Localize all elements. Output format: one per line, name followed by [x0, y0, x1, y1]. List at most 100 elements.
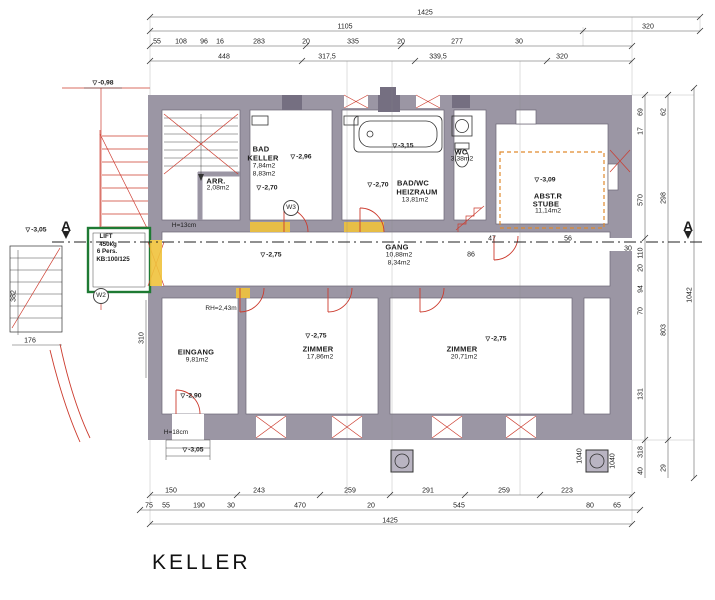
dimension-label: 55	[153, 38, 161, 46]
dimension-label: 259	[344, 487, 356, 495]
dimension-label: 20	[637, 264, 645, 272]
note-label: H=13cm	[171, 221, 197, 229]
dimension-label: 320	[642, 23, 654, 31]
dimension-label: 131	[637, 388, 645, 400]
dimension-label: 55	[162, 502, 170, 510]
dimension-label: 47	[488, 235, 496, 243]
dimension-label: 17	[637, 127, 645, 135]
dimension-label: 30	[227, 502, 235, 510]
dimension-label: 69	[637, 108, 645, 116]
dimension-label: 470	[294, 502, 306, 510]
dimension-label: 277	[451, 38, 463, 46]
room-area-label: 10,88m2	[385, 251, 413, 259]
note-label: RH=2,43m	[205, 304, 237, 312]
dimension-label: 570	[637, 194, 645, 206]
room-area-label: 13,81m2	[401, 196, 429, 204]
dimension-label: 448	[218, 53, 230, 61]
dimension-label: 65	[613, 502, 621, 510]
lift-info-label: 450kg	[99, 240, 117, 248]
room-name-label: BAD	[252, 144, 270, 154]
dimension-label: 108	[175, 38, 187, 46]
level-marker-label: -2,75	[485, 336, 507, 344]
dimension-label: 75	[145, 502, 153, 510]
dimension-label: 803	[660, 324, 668, 336]
dimension-label: 190	[193, 502, 205, 510]
level-marker-label: -0,98	[92, 80, 114, 88]
dimension-label: 335	[347, 38, 359, 46]
room-name-label: STUBE	[532, 199, 560, 209]
dimension-label: 320	[556, 53, 568, 61]
dimension-label: 1425	[382, 517, 398, 525]
room-name-label: ZIMMER	[446, 344, 478, 354]
dimension-label: 80	[586, 502, 594, 510]
room-name-label: ABST.R	[533, 191, 563, 201]
dimension-label: 20	[302, 38, 310, 46]
room-area-label: 8,34m2	[387, 259, 411, 267]
dimension-label: 1425	[417, 9, 433, 17]
lift-info-label: 6 Pers.	[96, 247, 118, 255]
section-marker-label: A	[60, 218, 72, 234]
abstr-outline	[499, 151, 605, 229]
dimension-label: 94	[637, 285, 645, 293]
dimension-label: 62	[660, 108, 668, 116]
level-marker-label: -2,70	[256, 185, 278, 193]
room-name-label: GANG	[385, 242, 409, 252]
main-staircase	[163, 113, 239, 181]
dimension-label: 243	[253, 487, 265, 495]
level-marker-label: -3,05	[182, 447, 204, 455]
level-marker-label: -2,75	[260, 252, 282, 260]
room-name-label: KELLER	[247, 153, 279, 163]
note-label: H=18cm	[163, 428, 189, 436]
dimension-label: 382	[10, 290, 18, 302]
room-area-label: 11,14m2	[535, 207, 561, 215]
exterior-stair-left	[9, 245, 63, 333]
dimension-label: 96	[200, 38, 208, 46]
level-marker-label: -3,05	[25, 227, 47, 235]
room-name-label: EINGANG	[177, 347, 215, 357]
wall-highlights	[150, 222, 384, 298]
dimension-label: 545	[453, 502, 465, 510]
dimension-label: 291	[422, 487, 434, 495]
dimension-label: 110	[637, 247, 645, 259]
dimension-label: 40	[637, 467, 645, 475]
dimension-label: 86	[467, 251, 475, 259]
reference-marker: W3	[283, 200, 299, 216]
exterior-stair-top	[99, 130, 149, 232]
dimension-label: 259	[498, 487, 510, 495]
room-name-label: ARR.	[206, 176, 226, 186]
section-line	[52, 231, 706, 243]
room-area-label: 20,71m2	[450, 353, 478, 361]
room-area-label: 9,81m2	[185, 356, 209, 364]
dimension-label: 339,5	[429, 53, 447, 61]
doors-and-windows	[175, 94, 631, 439]
dimension-label: 1105	[337, 23, 353, 31]
dimension-label: 20	[397, 38, 405, 46]
dimension-label: 298	[660, 192, 668, 204]
dimension-label: 30	[515, 38, 523, 46]
dimension-label: 30	[624, 245, 632, 253]
level-marker-label: -2,75	[305, 333, 327, 341]
room-name-label: ZIMMER	[302, 344, 334, 354]
dimension-label: 223	[561, 487, 573, 495]
level-marker-label: -2,70	[367, 182, 389, 190]
dimension-label: 1040	[609, 453, 617, 469]
lift-info-label: LIFT	[99, 232, 113, 240]
reference-marker: W2	[93, 288, 109, 304]
level-marker-label: -2,96	[290, 154, 312, 162]
level-marker-label: -2,90	[180, 393, 202, 401]
room-area-label: 17,86m2	[306, 353, 334, 361]
room-area-label: 7,84m2	[252, 162, 276, 170]
dimension-label: 317,5	[318, 53, 336, 61]
dimension-label: 56	[564, 235, 572, 243]
light-wells	[390, 449, 609, 473]
room-name-label: BAD/WC	[396, 178, 430, 188]
section-marker-label: A	[682, 218, 694, 234]
dimension-label: 16	[216, 38, 224, 46]
dimension-label: 1040	[576, 448, 584, 464]
lift-info-label: KB:100/125	[96, 255, 130, 263]
dimension-label: 150	[165, 487, 177, 495]
dimension-label: 176	[24, 337, 36, 345]
level-marker-label: -3,09	[534, 177, 556, 185]
